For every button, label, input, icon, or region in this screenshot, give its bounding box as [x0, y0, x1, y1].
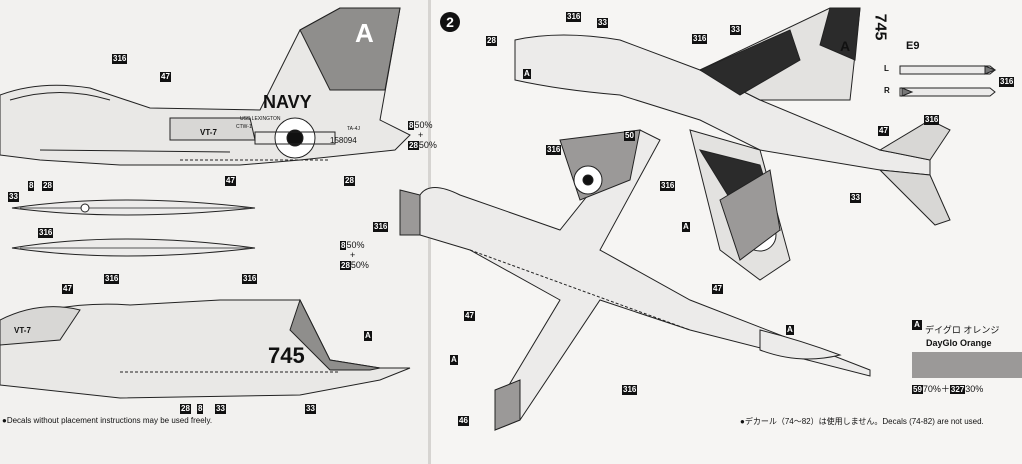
legend-badge: A: [912, 320, 922, 330]
callout-33-b: 33: [215, 404, 226, 414]
modex-right: 745: [871, 13, 889, 41]
stencil-type: TA-4J: [347, 126, 360, 132]
legend-mix-b: 327: [949, 385, 966, 394]
tail-letter-left: A: [355, 18, 374, 48]
legend-mix: 5970%＋32730%: [912, 382, 1022, 395]
callout-316-i: 316: [924, 115, 940, 125]
tank-mix-upper: 850%: [408, 120, 432, 130]
squadron-marking-top: VT-7: [200, 128, 217, 137]
side-view-bottom: [0, 298, 411, 399]
paint-pct-a-lower: 50%: [346, 240, 365, 250]
paint-pct-b-lower: 50%: [350, 260, 369, 270]
navy-marking: NAVY: [263, 92, 312, 112]
tank-mix-upper-b: 2850%: [408, 140, 437, 150]
e9-decal-strips: [899, 65, 997, 97]
callout-33-f: 33: [850, 193, 861, 203]
legend-name-en: DayGlo Orange: [926, 338, 992, 348]
paint-code-a-lower: 8: [340, 241, 347, 250]
callout-316-f: 316: [692, 34, 708, 44]
tank-mix-lower: 850%: [340, 240, 364, 250]
callout-a-right-b: 316: [546, 145, 562, 155]
callout-316-e: 316: [566, 12, 582, 22]
callout-50: 50: [624, 131, 635, 141]
wing-code: CTW-1: [236, 124, 252, 130]
callout-47-b: 47: [225, 176, 236, 186]
callout-8-b: 8: [197, 404, 204, 414]
top-view-aircraft: [514, 7, 951, 281]
paint-pct-a: 50%: [414, 120, 433, 130]
legend-swatch: [912, 352, 1022, 378]
callout-47-a: 47: [160, 72, 171, 82]
callout-33-d: 33: [597, 18, 608, 28]
callout-316-a: 316: [112, 54, 128, 64]
bottom-view-aircraft: [399, 129, 871, 431]
callout-28-d: 28: [180, 404, 191, 414]
callout-316-b: 316: [38, 228, 54, 238]
side-view-top: [0, 7, 411, 166]
left-footnote: ●Decals without placement instructions m…: [2, 416, 213, 425]
tank-mix-plus-lower: +: [350, 250, 356, 260]
paint-code-b: 28: [408, 141, 419, 150]
callout-28-f: 316: [373, 222, 389, 232]
step-number-badge: 2: [440, 12, 460, 32]
callout-a-left-a: A: [364, 331, 372, 341]
callout-47-g: 46: [458, 416, 469, 426]
aircraft-serial: 158094: [330, 136, 357, 145]
tank-mix-plus-upper: +: [418, 130, 424, 140]
decal-set-title: E9: [906, 40, 920, 52]
paint-code-b-lower: 28: [340, 261, 351, 270]
legend-mix-a-pct: 70%＋: [922, 384, 950, 394]
callout-a-right-a: A: [523, 69, 531, 79]
callout-316-h: 316: [660, 181, 676, 191]
color-legend: Aデイグロ オレンジ DayGlo Orange 5970%＋32730%: [912, 320, 1022, 395]
legend-mix-a: 59: [912, 385, 923, 394]
callout-28-a: 28: [42, 181, 53, 191]
squadron-marking-bottom: VT-7: [14, 326, 31, 335]
paint-code-a: 8: [408, 121, 415, 130]
callout-a-right-e: A: [450, 355, 458, 365]
callout-28-b: 28: [344, 176, 355, 186]
tail-letter-right: A: [840, 38, 851, 54]
callout-33-a: 33: [8, 192, 19, 202]
legend-mix-b-pct: 30%: [965, 384, 984, 394]
legend-name-jp: デイグロ オレンジ: [925, 325, 1000, 335]
callout-316-g: 316: [999, 77, 1015, 87]
callout-33-e: 33: [730, 25, 741, 35]
callout-316-c: 316: [104, 274, 120, 284]
callout-316-j: 316: [622, 385, 638, 395]
callout-33-c: 33: [305, 404, 316, 414]
callout-47-f: 47: [712, 284, 723, 294]
callout-28-e: 28: [486, 36, 497, 46]
callout-47-e: 47: [878, 126, 889, 136]
callout-47-d: 47: [62, 284, 73, 294]
callout-8-a: 8: [28, 181, 35, 191]
tank-mix-lower-b: 2850%: [340, 260, 369, 270]
callout-a-right-d: A: [786, 325, 794, 335]
paint-pct-b: 50%: [418, 140, 437, 150]
decal-right-label: R: [884, 86, 890, 95]
modex-left: 745: [268, 343, 305, 368]
right-footnote: ●デカール（74～82）は使用しません。Decals (74-82) are n…: [740, 417, 984, 426]
drop-tank-upper: [11, 199, 256, 216]
drop-tank-lower: [11, 238, 256, 257]
callout-47-c: 47: [464, 311, 475, 321]
decal-left-label: L: [884, 64, 889, 73]
callout-a-right-c: A: [682, 222, 690, 232]
callout-316-d: 316: [242, 274, 258, 284]
ship-name: USS LEXINGTON: [240, 116, 281, 122]
